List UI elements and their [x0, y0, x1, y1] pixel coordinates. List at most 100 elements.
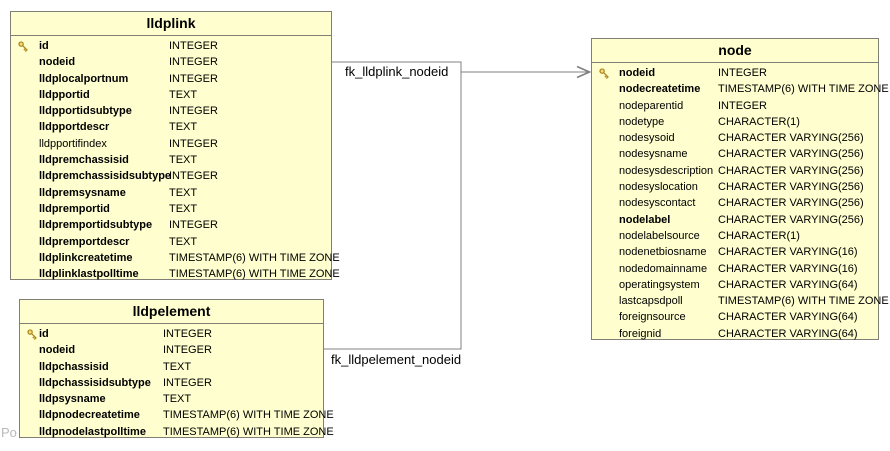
relation-fk-lldpelement-nodeid-line — [324, 72, 462, 350]
field-type: CHARACTER VARYING(256) — [718, 213, 864, 226]
field-name: lldpremportidsubtype — [39, 219, 153, 232]
field-row: lldpportdescr TEXT — [11, 119, 331, 135]
field-type: TEXT — [169, 88, 198, 101]
field-type: TIMESTAMP(6) WITH TIME ZONE — [169, 268, 340, 281]
field-name: lastcapsdpoll — [619, 295, 683, 308]
field-name: nodesyscontact — [619, 197, 696, 210]
field-row: lldpremportdescr TEXT — [11, 234, 331, 250]
primary-key-icon — [598, 67, 611, 80]
field-name: lldpnodecreatetime — [39, 409, 140, 422]
field-row: lldpportidsubtype INTEGER — [11, 103, 331, 119]
field-name: lldpportid — [39, 88, 90, 101]
field-name: nodesysoid — [619, 132, 675, 145]
field-type: TIMESTAMP(6) WITH TIME ZONE — [718, 295, 889, 308]
field-name: nodelabelsource — [619, 229, 700, 242]
field-name: nodeid — [619, 67, 656, 79]
field-row: nodesysoid CHARACTER VARYING(256) — [592, 130, 878, 146]
field-row: nodesyscontact CHARACTER VARYING(256) — [592, 195, 878, 211]
field-type: CHARACTER(1) — [718, 115, 800, 128]
field-name: lldplinkcreatetime — [39, 251, 133, 264]
field-type: INTEGER — [163, 328, 212, 340]
field-name: lldpportifindex — [39, 137, 107, 150]
field-type: CHARACTER VARYING(256) — [718, 148, 864, 161]
field-type: INTEGER — [163, 376, 212, 389]
relation-fk-lldplink-nodeid-line — [332, 61, 588, 73]
field-name: nodesyslocation — [619, 181, 698, 194]
field-type: INTEGER — [169, 40, 218, 52]
watermark-fragment: Po — [1, 425, 17, 440]
field-row: lldpnodecreatetime TIMESTAMP(6) WITH TIME… — [20, 407, 334, 423]
field-type: TEXT — [169, 202, 198, 215]
field-row: id INTEGER — [11, 38, 331, 54]
field-name: lldpremportdescr — [39, 235, 130, 248]
field-type: CHARACTER VARYING(64) — [718, 327, 858, 340]
field-name: nodesysdescription — [619, 164, 714, 177]
field-row: lldpremchassisid TEXT — [11, 152, 331, 168]
field-type: CHARACTER VARYING(256) — [718, 197, 864, 210]
field-name: lldpsysname — [39, 393, 106, 406]
field-name: nodeid — [39, 344, 76, 357]
field-type: INTEGER — [169, 72, 218, 85]
field-type: CHARACTER VARYING(64) — [718, 278, 858, 291]
field-type: CHARACTER VARYING(64) — [718, 311, 858, 324]
field-name: nodeparentid — [619, 99, 684, 112]
field-row: nodeid INTEGER — [11, 54, 331, 70]
field-name: lldpremchassisid — [39, 154, 129, 167]
field-type: TIMESTAMP(6) WITH TIME ZONE — [169, 251, 340, 264]
field-name: lldplocalportnum — [39, 72, 129, 85]
field-type: TEXT — [169, 154, 198, 167]
field-type: CHARACTER VARYING(256) — [718, 164, 864, 177]
field-name: nodelabel — [619, 213, 671, 226]
field-type: TEXT — [163, 360, 192, 373]
field-name: nodeid — [39, 56, 76, 69]
field-type: CHARACTER VARYING(256) — [718, 132, 864, 145]
field-type: INTEGER — [169, 170, 218, 183]
field-name: nodenetbiosname — [619, 246, 707, 259]
arrowhead-icon — [576, 65, 592, 79]
field-name: id — [39, 328, 49, 340]
field-name: lldpportdescr — [39, 121, 110, 134]
field-row: lldplinklastpolltime TIMESTAMP(6) WITH TI… — [11, 266, 340, 282]
table-title: lldpelement — [20, 300, 323, 324]
field-row: lldplinkcreatetime TIMESTAMP(6) WITH TIME… — [11, 250, 340, 266]
field-row: lldpchassisid TEXT — [20, 359, 323, 375]
field-name: nodedomainname — [619, 262, 708, 275]
field-type: TIMESTAMP(6) WITH TIME ZONE — [163, 409, 334, 422]
field-name: lldpportidsubtype — [39, 105, 132, 118]
field-name: id — [39, 40, 49, 52]
field-type: TEXT — [169, 121, 198, 134]
field-row: nodesysdescription CHARACTER VARYING(256) — [592, 163, 878, 179]
field-type: TIMESTAMP(6) WITH TIME ZONE — [163, 425, 334, 438]
field-row: lldplocalportnum INTEGER — [11, 71, 331, 87]
field-type: CHARACTER VARYING(256) — [718, 181, 864, 194]
field-name: lldpchassisid — [39, 360, 109, 373]
field-type: TIMESTAMP(6) WITH TIME ZONE — [718, 83, 889, 96]
field-type: TEXT — [169, 186, 198, 199]
relation-label-fk-lldpelement-nodeid: fk_lldpelement_nodeid — [331, 352, 462, 367]
field-row: id INTEGER — [20, 326, 323, 342]
field-type: CHARACTER VARYING(16) — [718, 246, 858, 259]
field-type: INTEGER — [718, 67, 767, 79]
field-type: INTEGER — [169, 105, 218, 118]
field-type: TEXT — [169, 235, 198, 248]
field-name: lldplinklastpolltime — [39, 268, 139, 281]
field-name: lldpremsysname — [39, 186, 126, 199]
field-type: INTEGER — [169, 56, 218, 69]
